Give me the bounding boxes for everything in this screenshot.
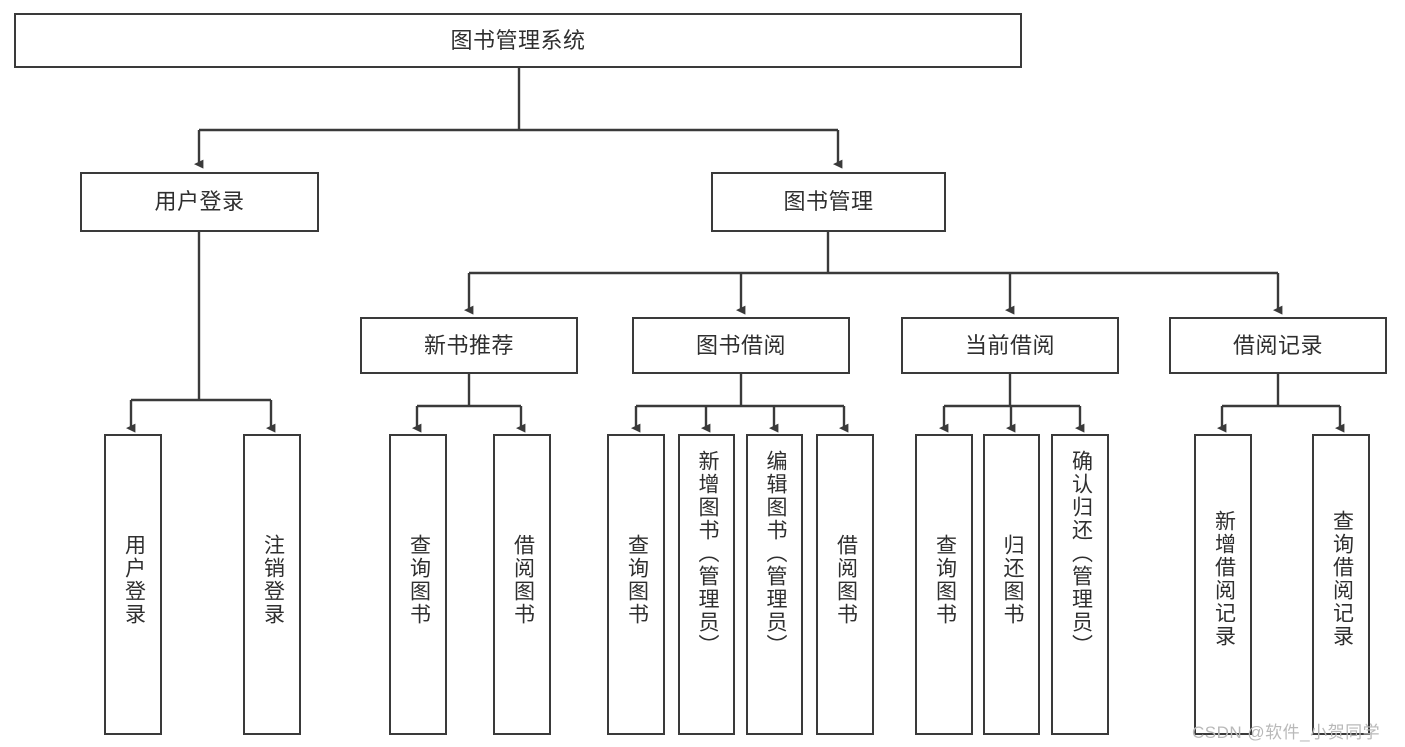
- node-label: 新书推荐: [423, 332, 514, 358]
- node-leaf-query-books-recommend[interactable]: 查询图书: [389, 434, 447, 735]
- node-label: 编辑图书（管理员）: [763, 450, 787, 657]
- node-borrowing-records[interactable]: 借阅记录: [1169, 317, 1387, 374]
- node-leaf-query-books-current[interactable]: 查询图书: [915, 434, 973, 735]
- node-label: 借阅图书: [834, 534, 858, 626]
- node-label: 借阅记录: [1232, 332, 1323, 358]
- node-label: 查询图书: [407, 534, 431, 626]
- node-label: 图书借阅: [695, 332, 786, 358]
- node-label: 用户登录: [154, 189, 245, 214]
- node-label: 查询借阅记录: [1330, 510, 1354, 648]
- node-leaf-logout-login[interactable]: 注销登录: [243, 434, 301, 735]
- node-leaf-return-books[interactable]: 归还图书: [983, 434, 1040, 735]
- node-label: 查询图书: [625, 534, 649, 626]
- node-new-book-recommendation[interactable]: 新书推荐: [360, 317, 578, 374]
- node-label: 图书管理系统: [450, 27, 586, 53]
- node-root-book-management-system[interactable]: 图书管理系统: [14, 13, 1022, 68]
- node-label: 新增图书（管理员）: [695, 450, 719, 657]
- node-leaf-edit-book-admin[interactable]: 编辑图书（管理员）: [746, 434, 803, 735]
- node-label: 新增借阅记录: [1212, 510, 1236, 648]
- node-leaf-confirm-return-admin[interactable]: 确认归还（管理员）: [1051, 434, 1109, 735]
- node-leaf-user-login[interactable]: 用户登录: [104, 434, 162, 735]
- node-leaf-query-borrow-record[interactable]: 查询借阅记录: [1312, 434, 1370, 735]
- node-user-login[interactable]: 用户登录: [80, 172, 319, 232]
- node-leaf-add-book-admin[interactable]: 新增图书（管理员）: [678, 434, 735, 735]
- node-label: 借阅图书: [511, 534, 535, 626]
- node-label: 确认归还（管理员）: [1069, 450, 1093, 657]
- node-label: 归还图书: [1000, 534, 1024, 626]
- node-label: 图书管理: [783, 189, 874, 214]
- node-book-management[interactable]: 图书管理: [711, 172, 946, 232]
- node-leaf-borrow-books[interactable]: 借阅图书: [816, 434, 874, 735]
- node-leaf-borrow-books-recommend[interactable]: 借阅图书: [493, 434, 551, 735]
- node-label: 注销登录: [261, 534, 285, 626]
- node-current-borrowing[interactable]: 当前借阅: [901, 317, 1119, 374]
- node-book-borrowing[interactable]: 图书借阅: [632, 317, 850, 374]
- node-leaf-query-books-borrow[interactable]: 查询图书: [607, 434, 665, 735]
- csdn-watermark: CSDN @软件_小贺同学: [1192, 723, 1381, 742]
- node-label: 查询图书: [933, 534, 957, 626]
- node-label: 当前借阅: [964, 332, 1055, 358]
- node-leaf-add-borrow-record[interactable]: 新增借阅记录: [1194, 434, 1252, 735]
- node-label: 用户登录: [122, 534, 146, 626]
